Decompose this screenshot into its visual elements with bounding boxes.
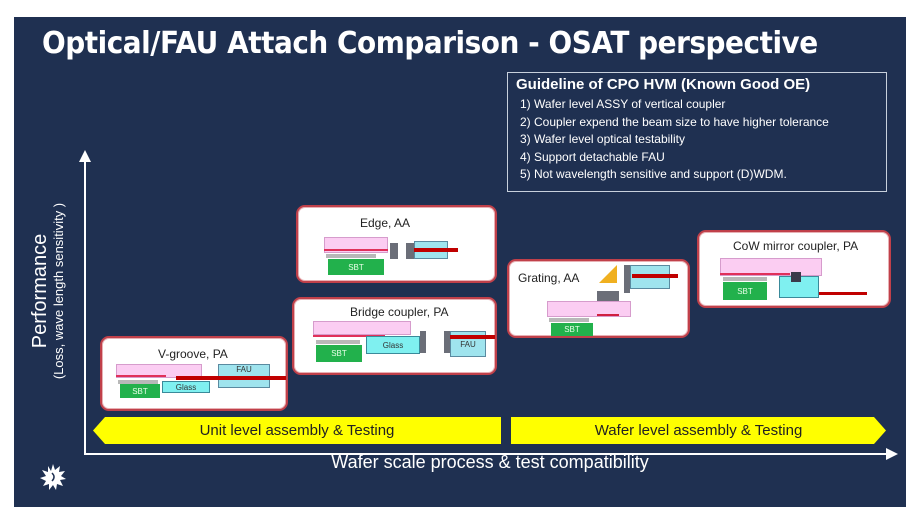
card-bridge: Bridge coupler, PA SBT Glass FAU [292,297,497,375]
bump-row [549,318,589,322]
guideline-item: 4) Support detachable FAU [520,149,665,164]
waveguide-line [324,249,388,251]
fiber-line [176,376,286,380]
lens-block [406,243,414,259]
chip-block [547,301,631,317]
guideline-item: 1) Wafer level ASSY of vertical coupler [520,97,726,111]
card-title: Edge, AA [360,216,411,230]
waveguide-line [313,335,385,337]
y-axis-arrow-icon [79,150,91,162]
y-axis-label: Performance (Loss, wave length sensitivi… [29,151,67,431]
fiber-line [632,274,678,278]
card-vgroove: V-groove, PA SBT Glass FAU [100,336,288,411]
bump-row [326,254,376,258]
y-axis-line [84,158,86,454]
sun-face-logo-icon [40,464,66,490]
substrate-block: SBT [120,384,160,398]
fiber-line [819,292,867,295]
card-cow: CoW mirror coupler, PA SBT [697,230,891,308]
card-title: CoW mirror coupler, PA [733,239,859,253]
guideline-item: 2) Coupler expend the beam size to have … [520,114,829,129]
chip-block [720,258,822,276]
wafer-level-band: Wafer level assembly & Testing [511,417,886,444]
lens-block [420,331,426,353]
substrate-block: SBT [723,282,767,300]
unit-level-band: Unit level assembly & Testing [93,417,501,444]
mirror-icon [599,265,617,283]
waveguide-line [116,375,166,377]
guideline-heading: Guideline of CPO HVM (Known Good OE) [516,76,811,93]
chip-block [116,364,202,378]
substrate-block: SBT [328,259,384,275]
lens-block [624,265,630,293]
card-grating: Grating, AA SBT [507,259,690,338]
bump-row [118,380,158,384]
fiber-line [414,248,458,252]
grating-line [597,314,619,316]
bump-row [723,277,767,281]
card-title: Bridge coupler, PA [350,305,449,319]
substrate-block: SBT [316,345,362,362]
y-axis-title: Performance [29,233,51,349]
chip-block [313,321,411,335]
guideline-box: Guideline of CPO HVM (Known Good OE) 1) … [507,72,887,192]
glass-block: Glass [366,336,420,354]
x-axis-arrow-icon [886,448,898,460]
slide-title: Optical/FAU Attach Comparison - OSAT per… [42,26,818,61]
card-edge: Edge, AA SBT [296,205,497,283]
y-axis-subtitle: (Loss, wave length sensitivity ) [51,202,66,380]
lens-block [444,331,450,353]
glass-block: Glass [162,381,210,393]
card-title: Grating, AA [518,271,580,285]
guideline-item: 5) Not wavelength sensitive and support … [520,167,787,181]
mirror-block [597,291,619,301]
bump-row [316,340,360,344]
guideline-item: 3) Wafer level optical testability [520,132,685,146]
mirror-block [791,272,801,282]
card-title: V-groove, PA [158,347,228,361]
substrate-block: SBT [551,323,593,336]
lens-block [390,243,398,259]
x-axis-line [84,453,889,455]
waveguide-line [720,273,790,275]
x-axis-label: Wafer scale process & test compatibility [331,452,649,472]
fiber-line [450,335,495,339]
